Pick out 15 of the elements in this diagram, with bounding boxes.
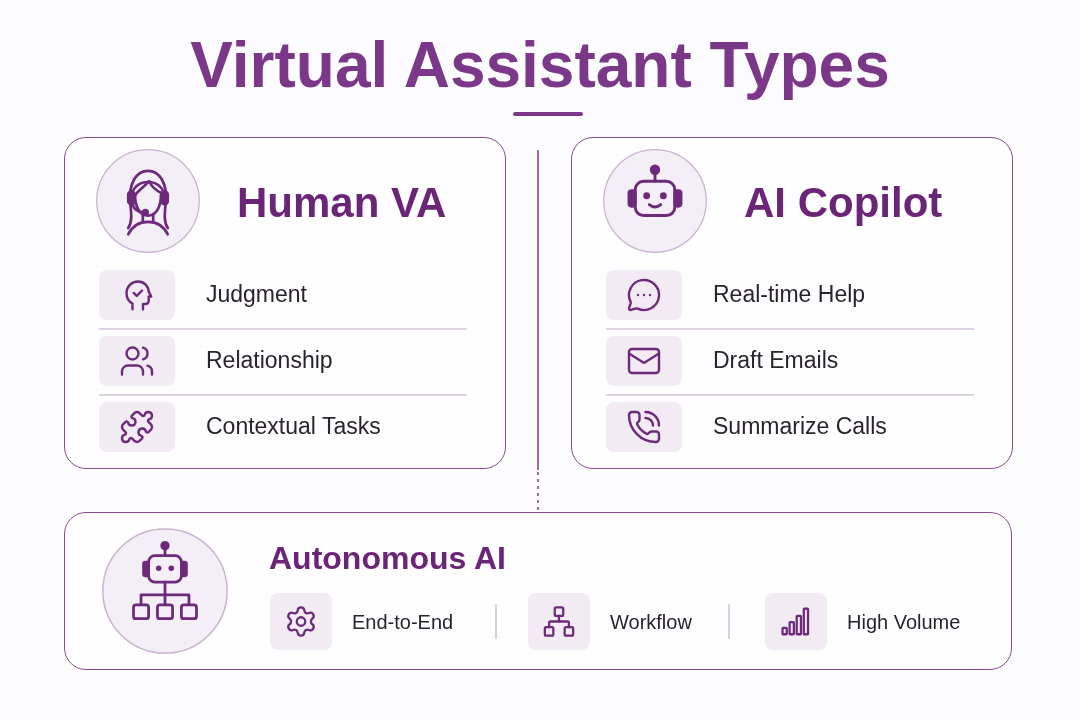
feature-label: Relationship [206, 347, 333, 375]
feature-label: Judgment [206, 281, 307, 309]
feature-label: Workflow [610, 609, 692, 634]
feature-label: End-to-End [352, 609, 454, 634]
feature-label: Real-time Help [713, 281, 866, 309]
feature-label: Draft Emails [713, 347, 839, 375]
assistant-card [64, 512, 1012, 670]
feature-label: High Volume [847, 609, 961, 634]
assistant-card [64, 137, 506, 469]
card-heading: Autonomous AI [269, 542, 506, 574]
assistant-card [571, 137, 1013, 469]
card-heading: Human VA [237, 182, 447, 224]
feature-label: Summarize Calls [713, 413, 887, 441]
feature-label: Contextual Tasks [206, 413, 381, 441]
card-heading: AI Copilot [744, 182, 943, 224]
